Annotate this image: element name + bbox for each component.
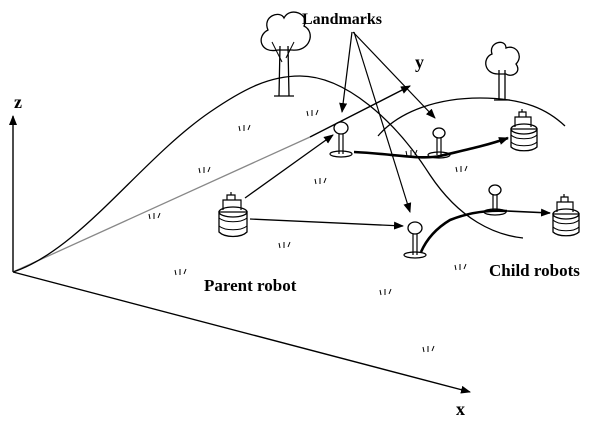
z-axis-label: z bbox=[14, 92, 22, 112]
arrow-parent-to-landmark bbox=[249, 218, 404, 230]
x-axis bbox=[12, 271, 471, 394]
parent-robot-label: Parent robot bbox=[204, 276, 297, 295]
terrain bbox=[12, 75, 566, 273]
sensing-arrows bbox=[244, 134, 404, 230]
path-child-1 bbox=[353, 136, 509, 159]
child-robot-icon bbox=[552, 194, 580, 237]
child-robots-label: Child robots bbox=[489, 261, 580, 280]
grass-tufts bbox=[148, 109, 468, 353]
parent-robot-icon bbox=[218, 192, 248, 238]
axes: z y x bbox=[9, 52, 471, 419]
x-axis-label: x bbox=[456, 399, 465, 419]
child-robot-icon bbox=[510, 109, 538, 152]
landmarks-label: Landmarks bbox=[302, 11, 382, 28]
small-hill bbox=[377, 97, 566, 137]
tree-left bbox=[260, 11, 311, 97]
arrow-parent-to-landmark bbox=[244, 134, 334, 199]
landmark bbox=[403, 221, 427, 259]
large-hill bbox=[12, 75, 524, 273]
y-axis-label: y bbox=[415, 52, 424, 72]
landmark-pointers bbox=[339, 31, 436, 213]
landmark bbox=[329, 121, 353, 158]
child-paths bbox=[353, 136, 551, 253]
path-child-2b bbox=[506, 208, 551, 217]
y-axis-hidden-segment bbox=[12, 136, 311, 273]
path-child-2a bbox=[419, 209, 508, 253]
landmark bbox=[427, 127, 451, 159]
tree-right bbox=[485, 41, 520, 101]
y-axis bbox=[309, 85, 411, 138]
